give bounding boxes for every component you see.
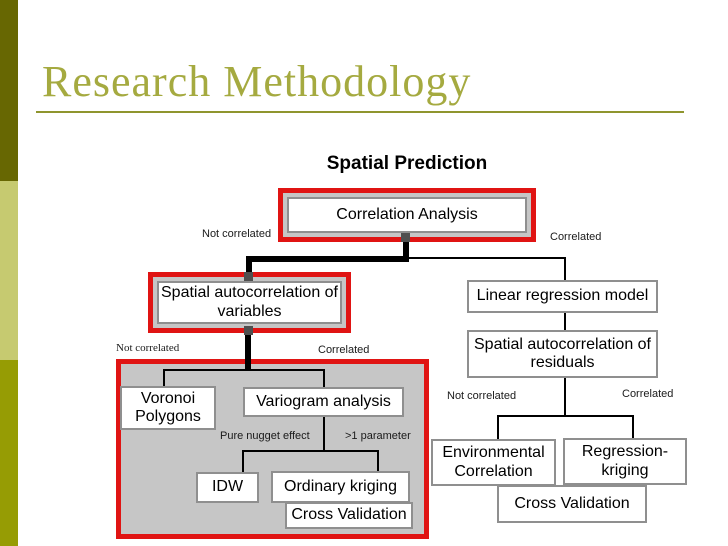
connector-line (242, 450, 244, 473)
sidebar-accent-top (0, 0, 18, 181)
label-correlated-bottom: Correlated (622, 388, 674, 400)
node-spatial-autocorrelation-variables: Spatial autocorrelation of variables (148, 272, 351, 333)
node-correlation-analysis: Correlation Analysis (278, 188, 536, 242)
connector-line (564, 313, 566, 331)
label-correlated-middle: Correlated (318, 344, 370, 356)
label-not-correlated-top: Not correlated (202, 228, 272, 240)
node-variogram-analysis: Variogram analysis (243, 387, 404, 417)
connector-handle (401, 233, 410, 242)
connector-line (497, 415, 634, 417)
label-correlated-top: Correlated (550, 231, 602, 243)
connector-line (497, 415, 499, 440)
connector-handle (244, 326, 253, 335)
node-regression-kriging: Regression-kriging (563, 438, 687, 485)
node-cross-validation-left: Cross Validation (285, 502, 413, 529)
connector-line (564, 257, 566, 281)
connector-line-thick (403, 242, 409, 258)
connector-line (323, 417, 325, 451)
connector-handle (244, 272, 253, 281)
diagram-title: Spatial Prediction (326, 153, 488, 174)
sidebar-accent-middle (0, 181, 18, 360)
connector-line (323, 369, 325, 388)
node-cross-validation-right: Cross Validation (497, 485, 647, 523)
connector-line (407, 257, 566, 259)
connector-line-thick (246, 256, 409, 262)
node-correlation-analysis-label: Correlation Analysis (287, 197, 527, 233)
connector-line (632, 415, 634, 439)
page-title: Research Methodology (42, 57, 472, 106)
node-idw: IDW (196, 472, 259, 503)
label-one-parameter: >1 parameter (345, 430, 411, 442)
title-underline (36, 111, 684, 113)
node-linear-regression: Linear regression model (467, 280, 658, 313)
connector-line (564, 378, 566, 416)
connector-line-thick (246, 256, 252, 274)
connector-line (163, 369, 325, 371)
connector-line (377, 450, 379, 472)
node-environmental-correlation: Environmental Correlation (431, 439, 556, 486)
node-voronoi-polygons: Voronoi Polygons (120, 386, 216, 430)
label-not-correlated-middle: Not correlated (116, 342, 180, 354)
label-pure-nugget-effect: Pure nugget effect (220, 430, 310, 442)
label-not-correlated-bottom: Not correlated (447, 390, 517, 402)
sidebar-accent-bottom (0, 360, 18, 546)
node-spatial-autocorrelation-variables-label: Spatial autocorrelation of variables (157, 281, 342, 324)
connector-line (242, 450, 379, 452)
node-spatial-autocorrelation-residuals: Spatial autocorrelation of residuals (467, 330, 658, 378)
connector-line (163, 369, 165, 387)
node-ordinary-kriging: Ordinary kriging (271, 471, 410, 503)
connector-line-thick (245, 331, 251, 371)
